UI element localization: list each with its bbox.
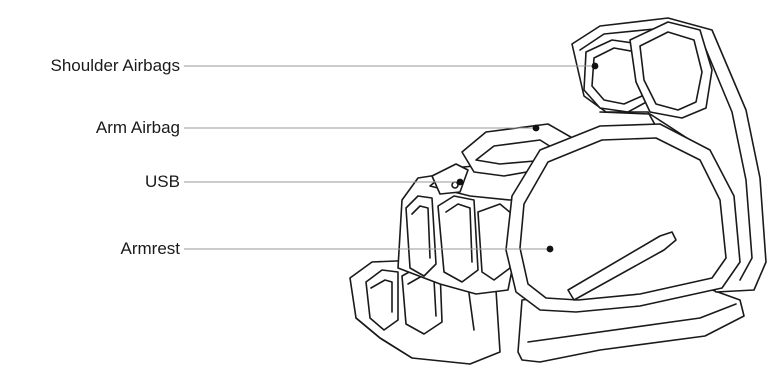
callout-dot-armrest — [547, 246, 554, 253]
callout-dot-shoulder — [592, 63, 599, 70]
callout-dot-arm — [533, 125, 540, 132]
label-armrest: Armrest — [121, 239, 181, 259]
calf-roller-left — [406, 196, 436, 276]
label-usb: USB — [145, 172, 180, 192]
armrest-panel — [506, 124, 740, 312]
label-shoulder-airbags: Shoulder Airbags — [51, 56, 180, 76]
label-arm-airbag: Arm Airbag — [96, 118, 180, 138]
calf-roller-right — [438, 196, 478, 282]
callout-dot-usb — [457, 179, 464, 186]
